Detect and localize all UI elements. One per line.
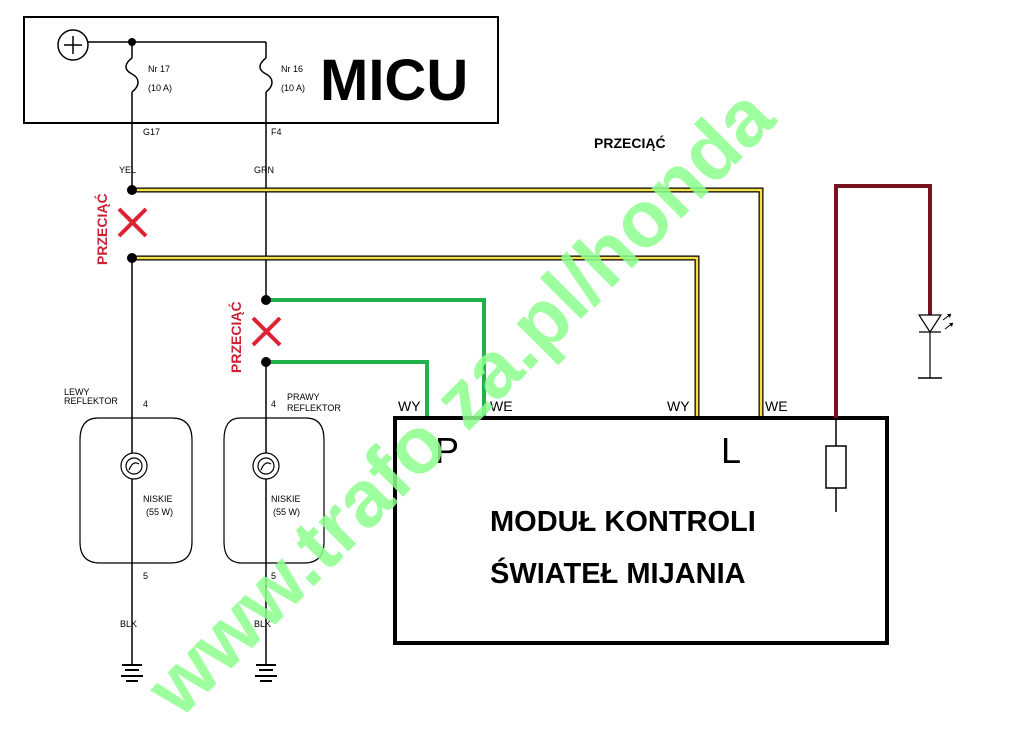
fuse-17-icon: [125, 42, 139, 123]
left-pin-bottom: 5: [143, 571, 148, 581]
yellow-wire-wy: [132, 255, 700, 418]
right-ground-icon: [255, 664, 277, 682]
left-ground-icon: [121, 664, 143, 682]
module-title-1: MODUŁ KONTROLI: [490, 506, 756, 538]
battery-plus-icon: [57, 29, 89, 61]
l-we-label: WE: [765, 398, 788, 414]
left-power-label: (55 W): [146, 507, 173, 517]
cut-mark-left-icon: [117, 207, 148, 238]
cut-mark-right-icon: [251, 316, 282, 347]
left-reflector-body: [79, 417, 193, 564]
resistor-icon: [825, 418, 847, 512]
right-reflector-body: [223, 417, 325, 564]
p-we-label: WE: [490, 398, 513, 414]
micu-title: MICU: [320, 48, 468, 113]
wire-grn-label: GRN: [254, 165, 274, 175]
p-wy-label: WY: [398, 398, 421, 414]
indicator-wire: [834, 184, 932, 418]
pin-f4-label: F4: [271, 127, 282, 137]
left-ground-color: BLK: [120, 619, 137, 629]
right-bulb-icon: [252, 452, 280, 480]
right-reflector-label-1: PRAWY: [287, 392, 320, 402]
left-pin-top: 4: [143, 399, 148, 409]
module-title-2: ŚWIATEŁ MIJANIA: [490, 556, 746, 590]
yellow-wire-we: [132, 187, 764, 418]
module-l-label: L: [721, 430, 741, 471]
left-bulb-icon: [120, 452, 148, 480]
module-p-label: P: [435, 430, 459, 471]
right-pin-bottom: 5: [271, 571, 276, 581]
right-pin-top: 4: [271, 399, 276, 409]
pin-g17-label: G17: [143, 127, 160, 137]
control-module-box: [393, 416, 889, 645]
fuse-17-nr: Nr 17: [148, 64, 170, 74]
right-power-label: (55 W): [273, 507, 300, 517]
fuse-16-amp: (10 A): [281, 83, 305, 93]
l-wy-label: WY: [667, 398, 690, 414]
fuse-17-amp: (10 A): [148, 83, 172, 93]
fuse-16-icon: [259, 42, 273, 123]
cut-label-top: PRZECIĄĆ: [594, 134, 666, 151]
cut-label-right: PRZECIĄĆ: [227, 301, 244, 373]
cut-label-left: PRZECIĄĆ: [93, 193, 110, 265]
fuse-16-nr: Nr 16: [281, 64, 303, 74]
green-wire-wy: [266, 360, 429, 418]
left-reflector-label-1: LEWY: [64, 387, 90, 397]
wire-yel-label: YEL: [119, 165, 136, 175]
led-icon: [917, 313, 954, 379]
right-reflector-label-2: REFLEKTOR: [287, 403, 341, 413]
right-ground-color: BLK: [254, 619, 271, 629]
left-reflector-label-2: REFLEKTOR: [64, 396, 118, 406]
right-beam-label: NISKIE: [271, 494, 301, 504]
green-wire-we: [266, 298, 486, 418]
left-beam-label: NISKIE: [143, 494, 173, 504]
